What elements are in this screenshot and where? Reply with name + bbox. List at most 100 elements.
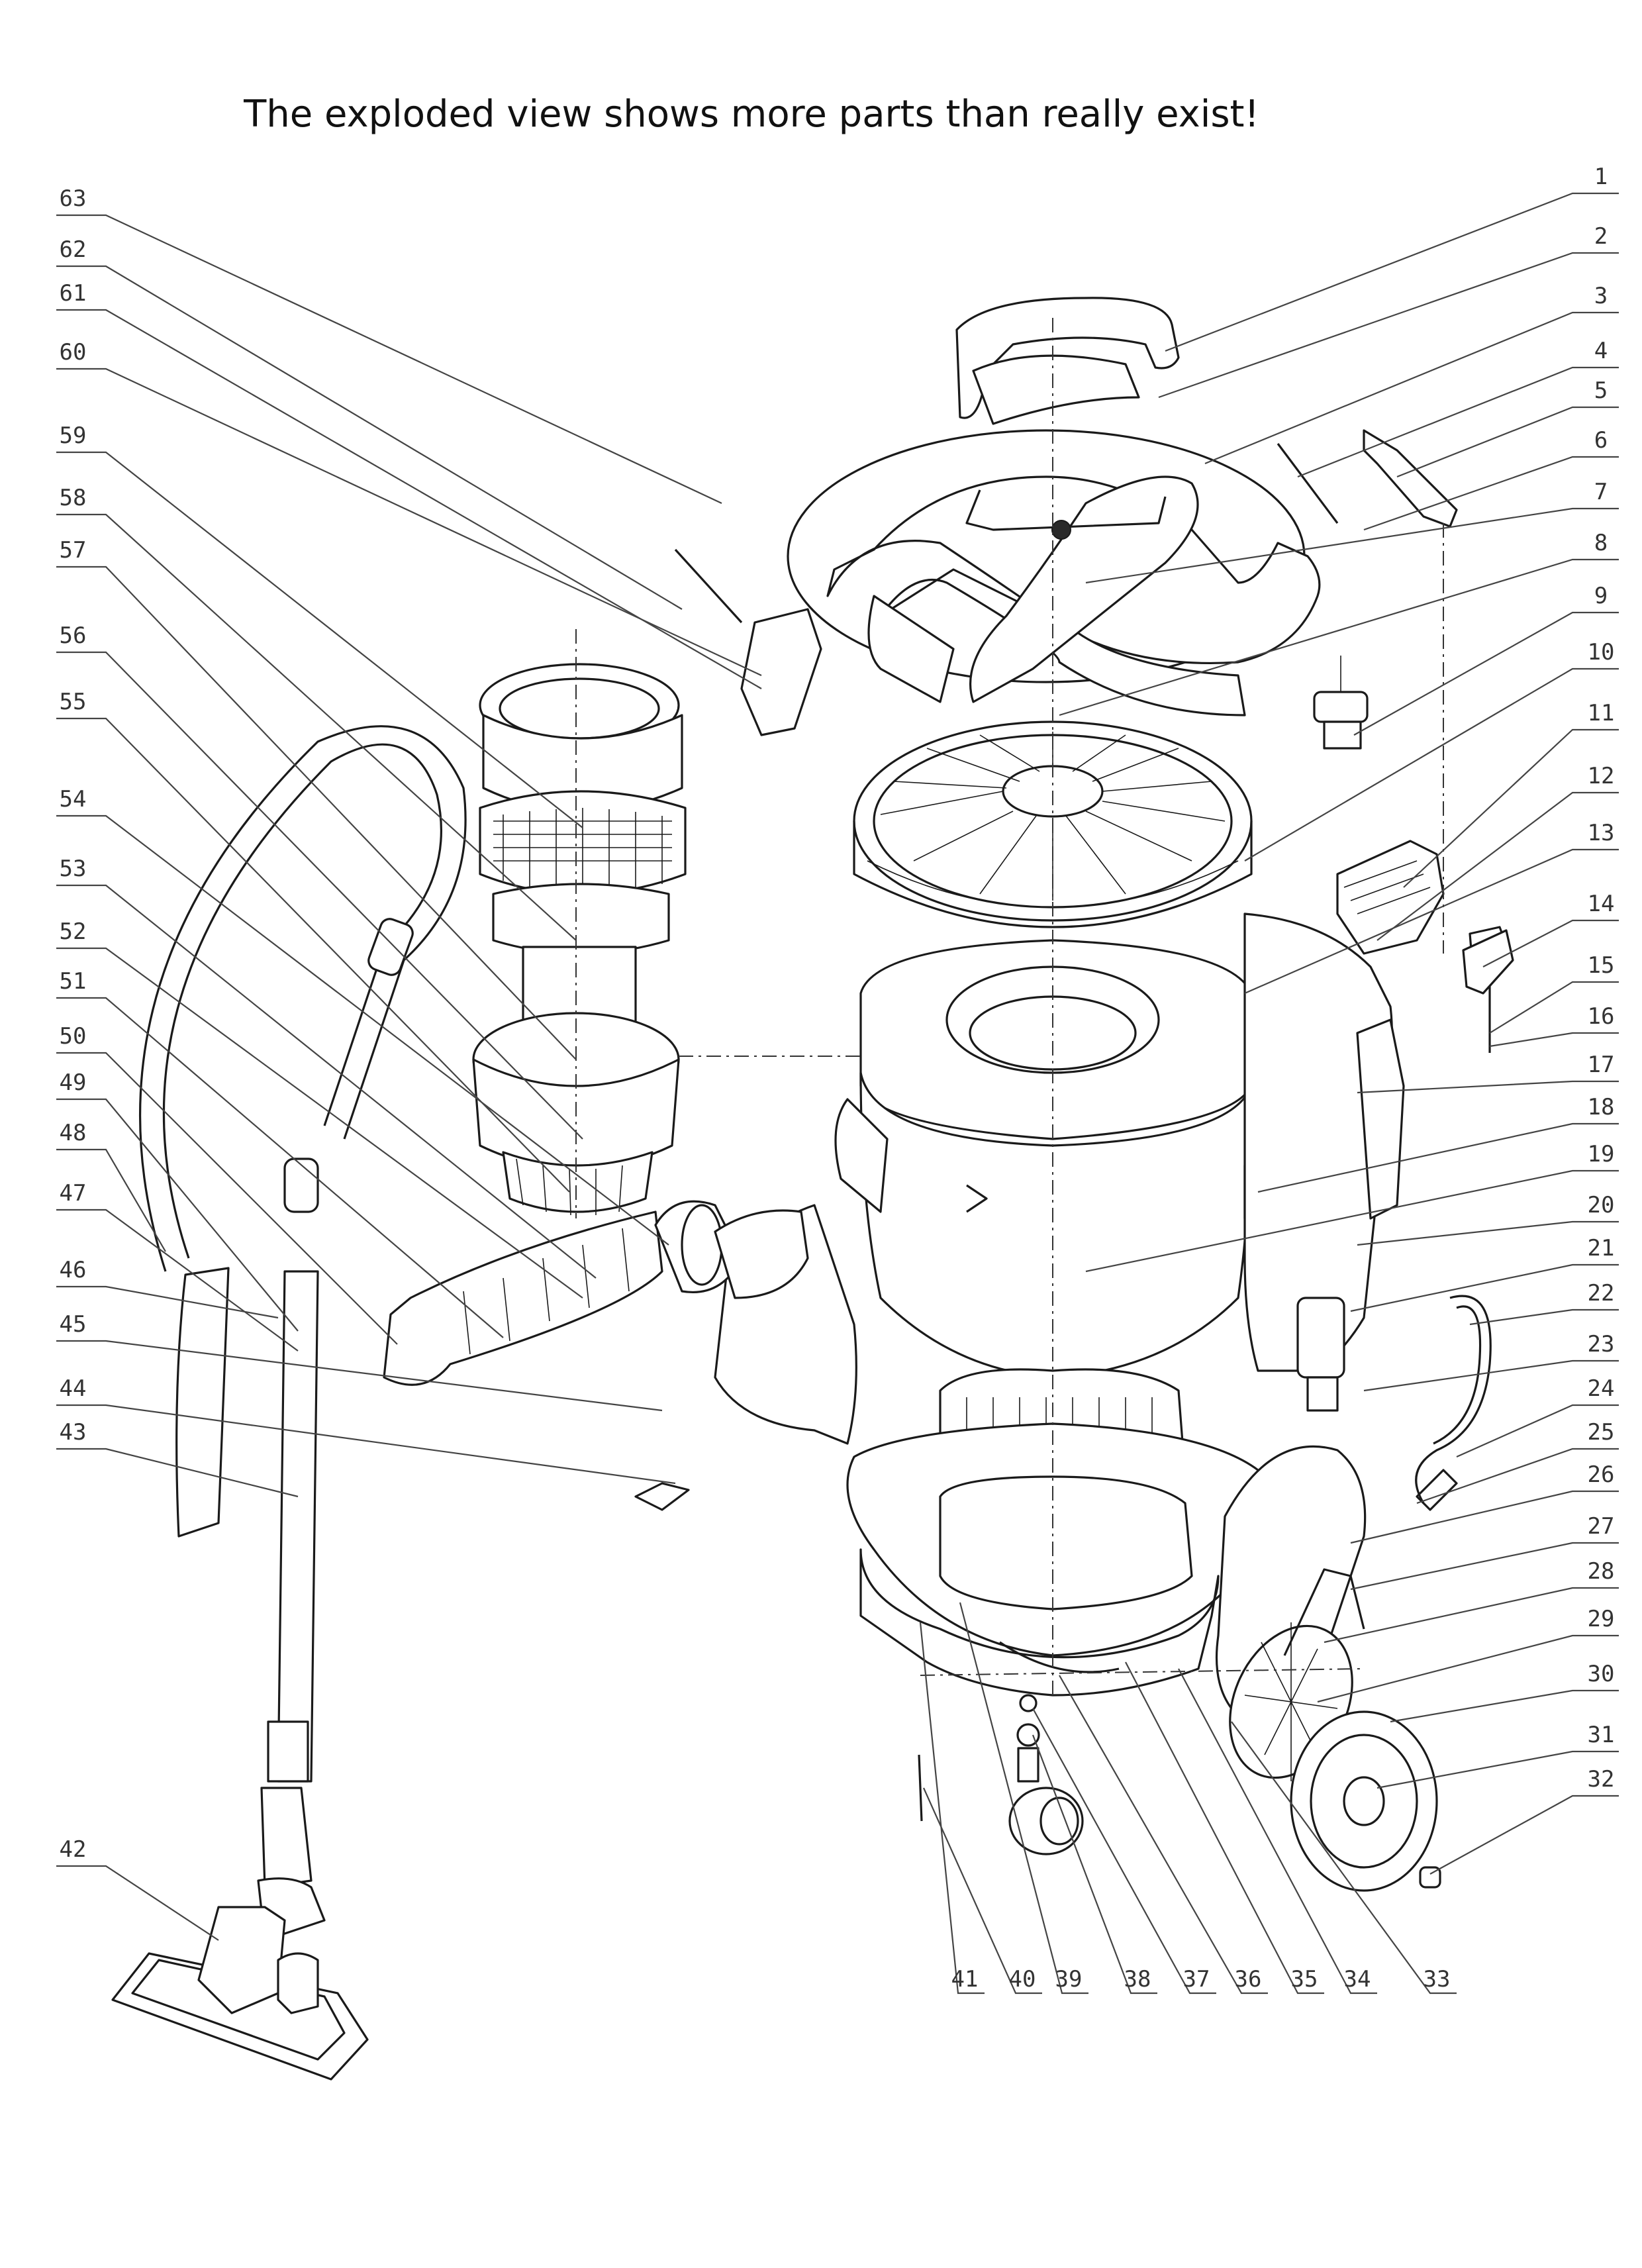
part-number-label: 2 — [1594, 223, 1608, 250]
part-number-label: 35 — [1291, 1966, 1318, 1993]
leader-line — [1178, 1668, 1377, 1995]
leader-line — [1125, 1661, 1324, 1995]
part-number-label: 4 — [1594, 338, 1608, 364]
part-number-label: 22 — [1588, 1280, 1615, 1307]
leader-line — [1489, 1032, 1619, 1048]
part-number-label: 52 — [60, 918, 87, 945]
part-number-label: 10 — [1588, 639, 1615, 666]
part-number-label: 9 — [1594, 583, 1608, 609]
leader-line — [1059, 1675, 1268, 1995]
part-number-label: 59 — [60, 422, 87, 449]
callout-labels: 1234567891011121314151617181920212223242… — [60, 164, 1615, 1993]
part-number-label: 38 — [1124, 1966, 1151, 1993]
part-number-label: 42 — [60, 1836, 87, 1863]
vacuum-parts — [111, 297, 1514, 2081]
leader-line — [56, 451, 583, 828]
leader-line — [56, 884, 597, 1279]
part-number-label: 54 — [60, 786, 87, 813]
latch-part — [1363, 429, 1458, 528]
front-caster — [1008, 1694, 1084, 1855]
part-number-label: 57 — [60, 537, 87, 564]
part-number-label: 36 — [1235, 1966, 1262, 1993]
spring-rod-part — [674, 548, 743, 624]
leader-line — [1489, 981, 1619, 1034]
small-accessory — [634, 1482, 690, 1511]
leader-line — [1363, 456, 1619, 531]
leader-line — [56, 947, 583, 1299]
rear-wheel-assembly — [1215, 1445, 1441, 1892]
hose — [139, 725, 809, 1386]
leader-line — [56, 1865, 219, 1941]
part-number-label: 34 — [1344, 1966, 1371, 1993]
leader-line — [56, 1340, 663, 1412]
leader-line — [1357, 1220, 1619, 1246]
part-number-label: 8 — [1594, 530, 1608, 556]
cyclone-filter — [472, 663, 687, 1216]
part-number-label: 32 — [1588, 1766, 1615, 1793]
part-number-label: 51 — [60, 968, 87, 995]
small-bracket-part — [1462, 929, 1514, 995]
leader-line — [1158, 252, 1619, 399]
leader-line — [56, 814, 669, 1246]
leader-line — [1353, 611, 1619, 736]
part-number-label: 14 — [1588, 891, 1615, 917]
leader-line — [1032, 1708, 1216, 1995]
leader-line — [56, 1098, 299, 1332]
part-number-label: 62 — [60, 236, 87, 263]
part-number-label: 31 — [1588, 1722, 1615, 1748]
part-number-label: 17 — [1588, 1052, 1615, 1078]
leader-line — [56, 1148, 166, 1252]
leader-line — [1456, 1404, 1619, 1458]
motor-body — [714, 840, 1511, 1697]
rod-part — [1277, 443, 1339, 524]
part-number-label: 15 — [1588, 952, 1615, 979]
leader-line — [1403, 728, 1619, 888]
leader-line — [1085, 507, 1619, 584]
part-number-label: 12 — [1588, 763, 1615, 789]
leader-line — [56, 997, 504, 1338]
part-number-label: 7 — [1594, 479, 1608, 505]
leader-line — [1204, 311, 1619, 465]
part-number-label: 1 — [1594, 164, 1608, 190]
part-number-label: 39 — [1055, 1966, 1083, 1993]
screw-part — [918, 1754, 923, 1822]
lid-assembly — [787, 297, 1321, 716]
clip-part — [740, 608, 822, 736]
part-number-label: 48 — [60, 1120, 87, 1146]
part-number-label: 29 — [1588, 1606, 1615, 1632]
part-number-label: 28 — [1588, 1558, 1615, 1585]
leader-line — [1396, 406, 1619, 478]
leader-line — [56, 513, 577, 941]
leader-line — [1350, 1542, 1619, 1591]
diagram-title: The exploded view shows more parts than … — [244, 93, 1259, 136]
leader-line — [56, 214, 722, 504]
leader-line — [1357, 1080, 1619, 1094]
leader-line — [1297, 366, 1619, 478]
part-number-label: 26 — [1588, 1461, 1615, 1488]
leader-line — [56, 368, 762, 676]
part-number-label: 6 — [1594, 427, 1608, 454]
part-number-label: 16 — [1588, 1003, 1615, 1030]
part-number-label: 19 — [1588, 1141, 1615, 1167]
part-number-label: 53 — [60, 856, 87, 882]
dust-tank — [834, 939, 1274, 1379]
leader-line — [1469, 1308, 1619, 1326]
part-number-label: 37 — [1183, 1966, 1210, 1993]
part-number-label: 55 — [60, 689, 87, 715]
floor-nozzle — [111, 1906, 369, 2081]
part-number-label: 30 — [1588, 1661, 1615, 1687]
leader-line — [1257, 1122, 1619, 1193]
leader-line — [1324, 1587, 1619, 1644]
power-cord — [1296, 1295, 1492, 1511]
leader-line — [1482, 919, 1619, 967]
part-number-label: 45 — [60, 1311, 87, 1338]
part-number-label: 56 — [60, 622, 87, 649]
part-number-label: 46 — [60, 1257, 87, 1283]
part-number-label: 18 — [1588, 1094, 1615, 1120]
part-number-label: 27 — [1588, 1513, 1615, 1540]
leader-line — [1244, 848, 1619, 995]
leader-line — [56, 265, 683, 610]
leader-line — [1244, 667, 1619, 862]
